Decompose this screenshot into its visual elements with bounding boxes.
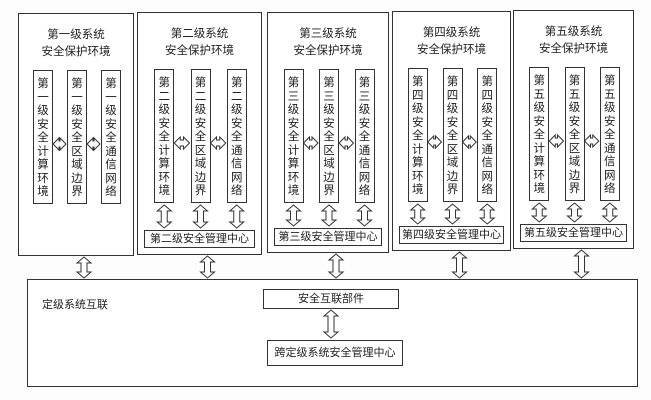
level-5-computing-environment: 第五级安全计算环境 xyxy=(529,67,550,201)
level-4-environment: 第四级系统安全保护环境第四级安全计算环境第四级安全区域边界第四级安全通信网络第四… xyxy=(392,11,511,251)
bidirectional-arrow-icon xyxy=(327,253,345,279)
bidirectional-arrow-icon xyxy=(199,255,216,279)
level-title: 第一级系统安全保护环境 xyxy=(19,26,133,60)
level-2-communication-network: 第二级安全通信网络 xyxy=(226,69,247,203)
level-1-communication-network: 第一级安全通信网络 xyxy=(101,70,121,204)
bidirectional-arrow-icon xyxy=(451,251,468,279)
interconnect-label: 定级系统互联 xyxy=(42,298,108,311)
level-2-computing-environment: 第二级安全计算环境 xyxy=(154,69,175,203)
level-4-management-center: 第四级安全管理中心 xyxy=(399,226,504,244)
level-1-environment: 第一级系统安全保护环境第一级安全计算环境第一级安全区域边界第一级安全通信网络 xyxy=(18,13,134,256)
level-5-communication-network: 第五级安全通信网络 xyxy=(599,67,620,201)
level-title: 第二级系统安全保护环境 xyxy=(138,25,261,59)
level-title-line2: 安全保护环境 xyxy=(41,44,111,58)
level-title-line2: 安全保护环境 xyxy=(293,43,363,57)
level-4-area-boundary: 第四级安全区域边界 xyxy=(442,68,463,202)
level-title: 第三级系统安全保护环境 xyxy=(268,25,388,59)
level-1-area-boundary: 第一级安全区域边界 xyxy=(67,70,87,204)
level-title-line1: 第五级系统 xyxy=(544,24,603,38)
level-title: 第五级系统安全保护环境 xyxy=(514,23,633,57)
level-5-environment: 第五级系统安全保护环境第五级安全计算环境第五级安全区域边界第五级安全通信网络第五… xyxy=(513,10,634,249)
bidirectional-arrow-icon xyxy=(75,256,93,279)
level-2-management-center: 第二级安全管理中心 xyxy=(144,230,255,248)
level-5-area-boundary: 第五级安全区域边界 xyxy=(564,67,585,201)
level-title-line2: 安全保护环境 xyxy=(539,41,608,55)
level-5-management-center: 第五级安全管理中心 xyxy=(520,224,627,242)
level-title-line1: 第一级系统 xyxy=(47,27,105,41)
level-3-computing-environment: 第三级安全计算环境 xyxy=(283,69,304,203)
level-title: 第四级系统安全保护环境 xyxy=(393,24,510,58)
level-4-computing-environment: 第四级安全计算环境 xyxy=(407,68,428,202)
level-3-environment: 第三级系统安全保护环境第三级安全计算环境第三级安全区域边界第三级安全通信网络第三… xyxy=(267,12,389,253)
level-1-computing-environment: 第一级安全计算环境 xyxy=(33,70,53,204)
level-title-line2: 安全保护环境 xyxy=(417,42,486,56)
bidirectional-arrow-icon xyxy=(573,249,590,279)
level-2-environment: 第二级系统安全保护环境第二级安全计算环境第二级安全区域边界第二级安全通信网络第二… xyxy=(137,12,262,255)
cross-level-management-center: 跨定级系统安全管理中心 xyxy=(267,340,403,366)
level-3-communication-network: 第三级安全通信网络 xyxy=(354,69,375,203)
level-4-communication-network: 第四级安全通信网络 xyxy=(477,68,498,202)
level-title-line1: 第三级系统 xyxy=(299,26,357,40)
level-3-management-center: 第三级安全管理中心 xyxy=(274,228,382,246)
level-2-area-boundary: 第二级安全区域边界 xyxy=(190,69,211,203)
level-title-line2: 安全保护环境 xyxy=(165,43,234,57)
level-3-area-boundary: 第三级安全区域边界 xyxy=(319,69,339,203)
level-title-line1: 第二级系统 xyxy=(170,26,229,40)
level-title-line1: 第四级系统 xyxy=(422,25,481,39)
security-interconnect-component: 安全互联部件 xyxy=(263,289,399,309)
